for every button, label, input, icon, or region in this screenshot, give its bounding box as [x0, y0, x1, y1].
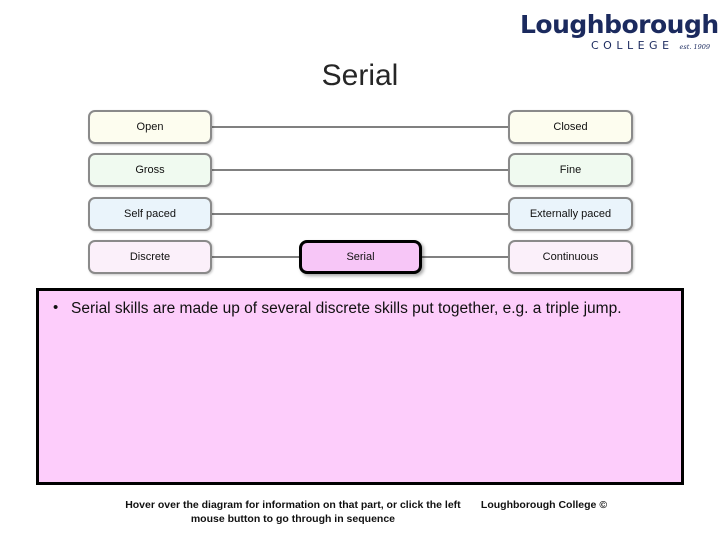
node-serial[interactable]: Serial	[299, 240, 422, 274]
connector-line-right	[420, 256, 510, 258]
connector-line	[210, 169, 510, 171]
footer-instruction-text: Hover over the diagram for information o…	[125, 499, 461, 526]
connector-line-left	[210, 256, 302, 258]
content-panel: Serial skills are made up of several dis…	[36, 288, 684, 485]
node-self-paced[interactable]: Self paced	[88, 197, 212, 231]
connector-line	[210, 213, 510, 215]
logo-wordmark: Loughborough	[520, 10, 719, 39]
content-bullet-list: Serial skills are made up of several dis…	[49, 298, 667, 320]
node-open[interactable]: Open	[88, 110, 212, 144]
node-continuous[interactable]: Continuous	[508, 240, 633, 274]
footer-copyright-text: Loughborough College ©	[480, 499, 608, 511]
node-fine[interactable]: Fine	[508, 153, 633, 187]
logo-established: est. 1909	[679, 43, 710, 51]
footer: Hover over the diagram for information o…	[0, 498, 720, 526]
diagram-row-discrete-serial-continuous: Discrete Serial Continuous	[0, 240, 720, 274]
node-externally-paced[interactable]: Externally paced	[508, 197, 633, 231]
diagram-row-open-closed: Open Closed	[0, 110, 720, 144]
diagram-row-gross-fine: Gross Fine	[0, 153, 720, 187]
node-gross[interactable]: Gross	[88, 153, 212, 187]
list-item: Serial skills are made up of several dis…	[53, 298, 667, 320]
loughborough-college-logo: Loughborough COLLEGE est. 1909	[520, 10, 719, 51]
logo-subtitle-row: COLLEGE est. 1909	[520, 40, 710, 51]
page-title: Serial	[321, 59, 399, 92]
node-discrete[interactable]: Discrete	[88, 240, 212, 274]
connector-line	[210, 126, 510, 128]
logo-subtitle: COLLEGE	[591, 39, 674, 52]
node-closed[interactable]: Closed	[508, 110, 633, 144]
diagram-row-paced: Self paced Externally paced	[0, 197, 720, 231]
